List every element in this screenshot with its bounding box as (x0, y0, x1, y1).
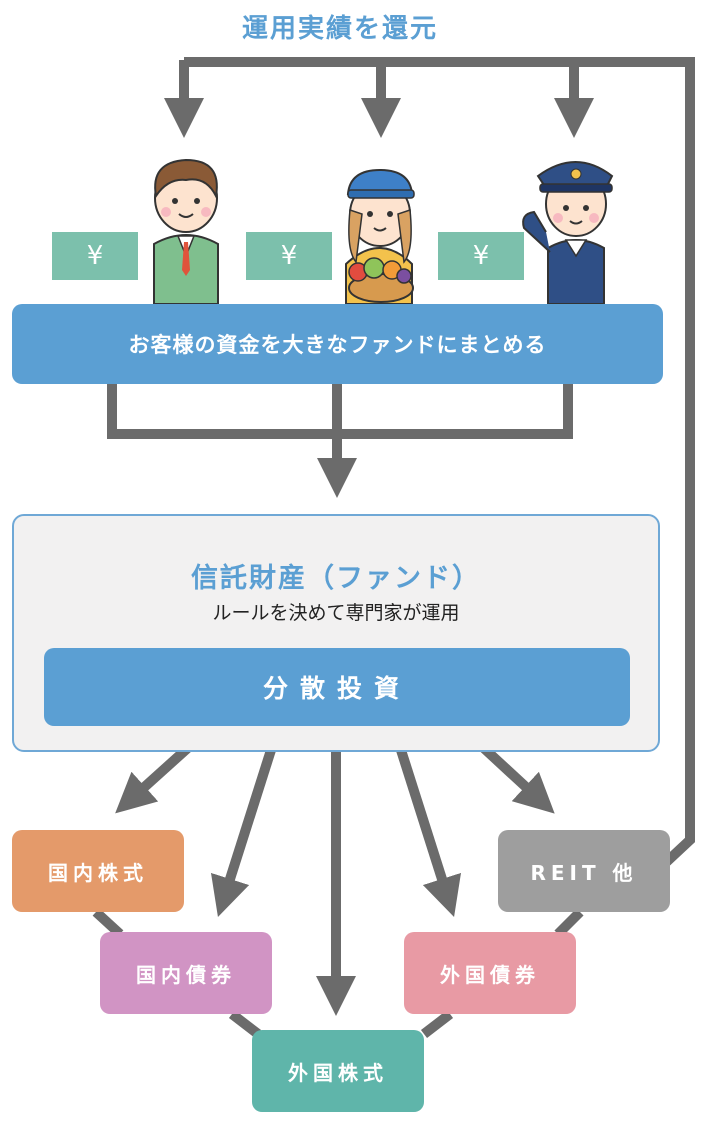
asset-foreign-stock: 外国株式 (252, 1030, 424, 1112)
yen-note-2: ¥ (246, 232, 332, 280)
asset-link-3 (420, 1010, 454, 1038)
asset-link-4 (554, 908, 584, 938)
asset-link-1 (92, 908, 124, 938)
trust-subtitle: ルールを決めて専門家が運用 (212, 602, 460, 624)
asset-link-2 (228, 1010, 262, 1038)
farmer-figure (345, 168, 415, 305)
asset-reit-other: REIT 他 (498, 830, 670, 912)
fund-pool-bar: お客様の資金を大きなファンドにまとめる (12, 304, 663, 384)
police-officer-figure (522, 161, 614, 305)
alloc-arrow-domestic-bond (210, 726, 283, 918)
return-loop-line (184, 57, 695, 872)
asset-domestic-bond: 国内債券 (100, 932, 272, 1014)
asset-foreign-bond: 外国債券 (404, 932, 576, 1014)
asset-domestic-stock: 国内株式 (12, 830, 184, 912)
alloc-arrow-foreign-bond (389, 726, 462, 918)
trust-title: 信託財産（ファンド） (191, 563, 481, 594)
yen-note-3: ¥ (438, 232, 524, 280)
return-label: 運用実績を還元 (241, 14, 438, 44)
yen-note-1: ¥ (52, 232, 138, 280)
diversified-investment-bar: 分散投資 (44, 648, 630, 726)
businessman-figure (153, 158, 219, 305)
